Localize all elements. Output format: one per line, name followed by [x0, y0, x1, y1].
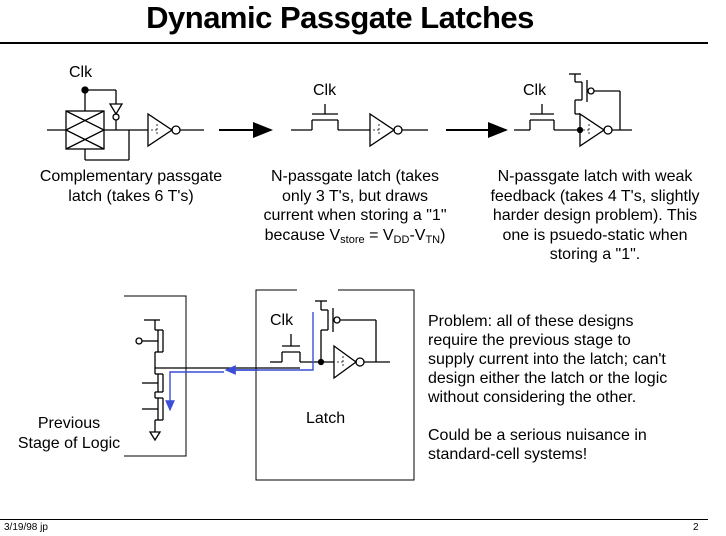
page-number: 2: [693, 522, 699, 533]
latch-label: Latch: [306, 410, 346, 427]
slide-title: Dynamic Passgate Latches: [146, 0, 534, 35]
caption-complementary: Complementary passgate latch (takes 6 T'…: [39, 168, 223, 205]
clk-label: Clk: [313, 82, 337, 99]
clk-label: Clk: [523, 82, 547, 99]
n-passgate-latch-circuit: [291, 104, 428, 148]
caption-weak-feedback: N-passgate latch with weak feedback (tak…: [490, 168, 700, 263]
latch-circuit: [255, 289, 415, 481]
current-path-arrow: [165, 312, 314, 412]
footer-rule: [0, 519, 708, 520]
caption-n-passgate: N-passgate latch (takes only 3 T's, but …: [263, 168, 447, 246]
clk-label: Clk: [270, 312, 294, 329]
clk-label: Clk: [69, 64, 93, 81]
title-rule: [0, 42, 708, 44]
previous-stage-label: Previous Stage of Logic: [17, 415, 121, 452]
weak-feedback-latch-circuit: [514, 73, 632, 148]
complementary-latch-circuit: [47, 86, 204, 161]
footer-date: 3/19/98 jp: [4, 522, 48, 533]
problem-statement: Problem: all of these designs require th…: [428, 313, 668, 463]
